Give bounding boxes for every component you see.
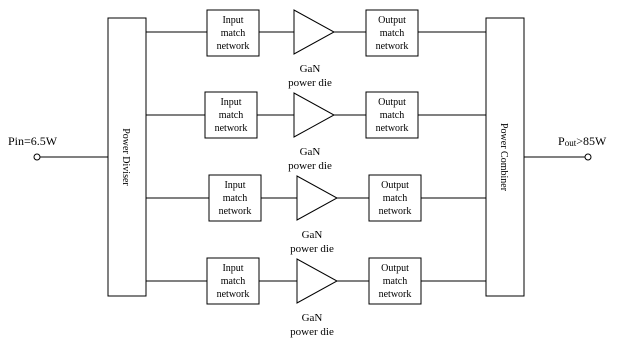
power-combiner-label: Power Combiner xyxy=(498,123,509,192)
svg-text:match: match xyxy=(380,110,404,121)
amplifier-branch-3: Input match network GaN power die Output… xyxy=(146,174,486,255)
input-match-network-box xyxy=(206,9,260,57)
svg-text:network: network xyxy=(376,41,409,52)
svg-text:match: match xyxy=(380,28,404,39)
amplifier-branch-1: Input match network GaN power die Output… xyxy=(146,9,486,89)
svg-text:match: match xyxy=(221,28,245,39)
svg-text:GaN: GaN xyxy=(300,146,321,158)
output-port-terminal xyxy=(584,153,592,161)
svg-text:match: match xyxy=(221,276,245,287)
svg-text:network: network xyxy=(379,289,412,300)
input-power-label: Pin=6.5W xyxy=(8,134,58,148)
output-match-network-box xyxy=(368,257,422,305)
gan-amplifier-triangle xyxy=(296,258,339,304)
svg-text:power die: power die xyxy=(288,160,332,172)
svg-text:Output: Output xyxy=(381,263,409,274)
svg-text:GaN: GaN xyxy=(300,63,321,75)
svg-text:power die: power die xyxy=(290,326,334,338)
svg-text:network: network xyxy=(217,289,250,300)
svg-text:Input: Input xyxy=(222,15,243,26)
svg-text:GaN: GaN xyxy=(302,312,323,324)
svg-text:Output: Output xyxy=(378,97,406,108)
gan-amplifier-triangle xyxy=(293,9,336,55)
amplifier-branch-4: Input match network GaN power die Output… xyxy=(146,257,486,338)
svg-text:match: match xyxy=(223,193,247,204)
svg-text:Output: Output xyxy=(381,180,409,191)
power-combiner-block xyxy=(485,17,525,297)
input-match-network-box xyxy=(206,257,260,305)
svg-text:network: network xyxy=(215,123,248,134)
svg-text:Input: Input xyxy=(220,97,241,108)
output-match-network-box xyxy=(365,91,419,139)
svg-text:network: network xyxy=(379,206,412,217)
svg-text:Input: Input xyxy=(222,263,243,274)
svg-text:match: match xyxy=(219,110,243,121)
svg-text:GaN: GaN xyxy=(302,229,323,241)
output-power-label: Pout>85W xyxy=(558,134,607,148)
power-divider-block xyxy=(107,17,147,297)
svg-text:match: match xyxy=(383,276,407,287)
svg-text:power die: power die xyxy=(288,77,332,89)
input-match-network-box xyxy=(204,91,258,139)
svg-text:match: match xyxy=(383,193,407,204)
amplifier-branch-2: Input match network GaN power die Output… xyxy=(146,91,486,172)
gan-amplifier-triangle xyxy=(293,92,336,138)
gan-amplifier-triangle xyxy=(296,175,339,221)
svg-text:network: network xyxy=(217,41,250,52)
input-match-network-box xyxy=(208,174,262,222)
svg-text:power die: power die xyxy=(290,243,334,255)
svg-text:Input: Input xyxy=(224,180,245,191)
input-port-terminal xyxy=(33,153,41,161)
svg-text:network: network xyxy=(376,123,409,134)
svg-text:Output: Output xyxy=(378,15,406,26)
power-divider-label: Power Diviser xyxy=(120,128,131,186)
output-match-network-box xyxy=(365,9,419,57)
svg-text:network: network xyxy=(219,206,252,217)
